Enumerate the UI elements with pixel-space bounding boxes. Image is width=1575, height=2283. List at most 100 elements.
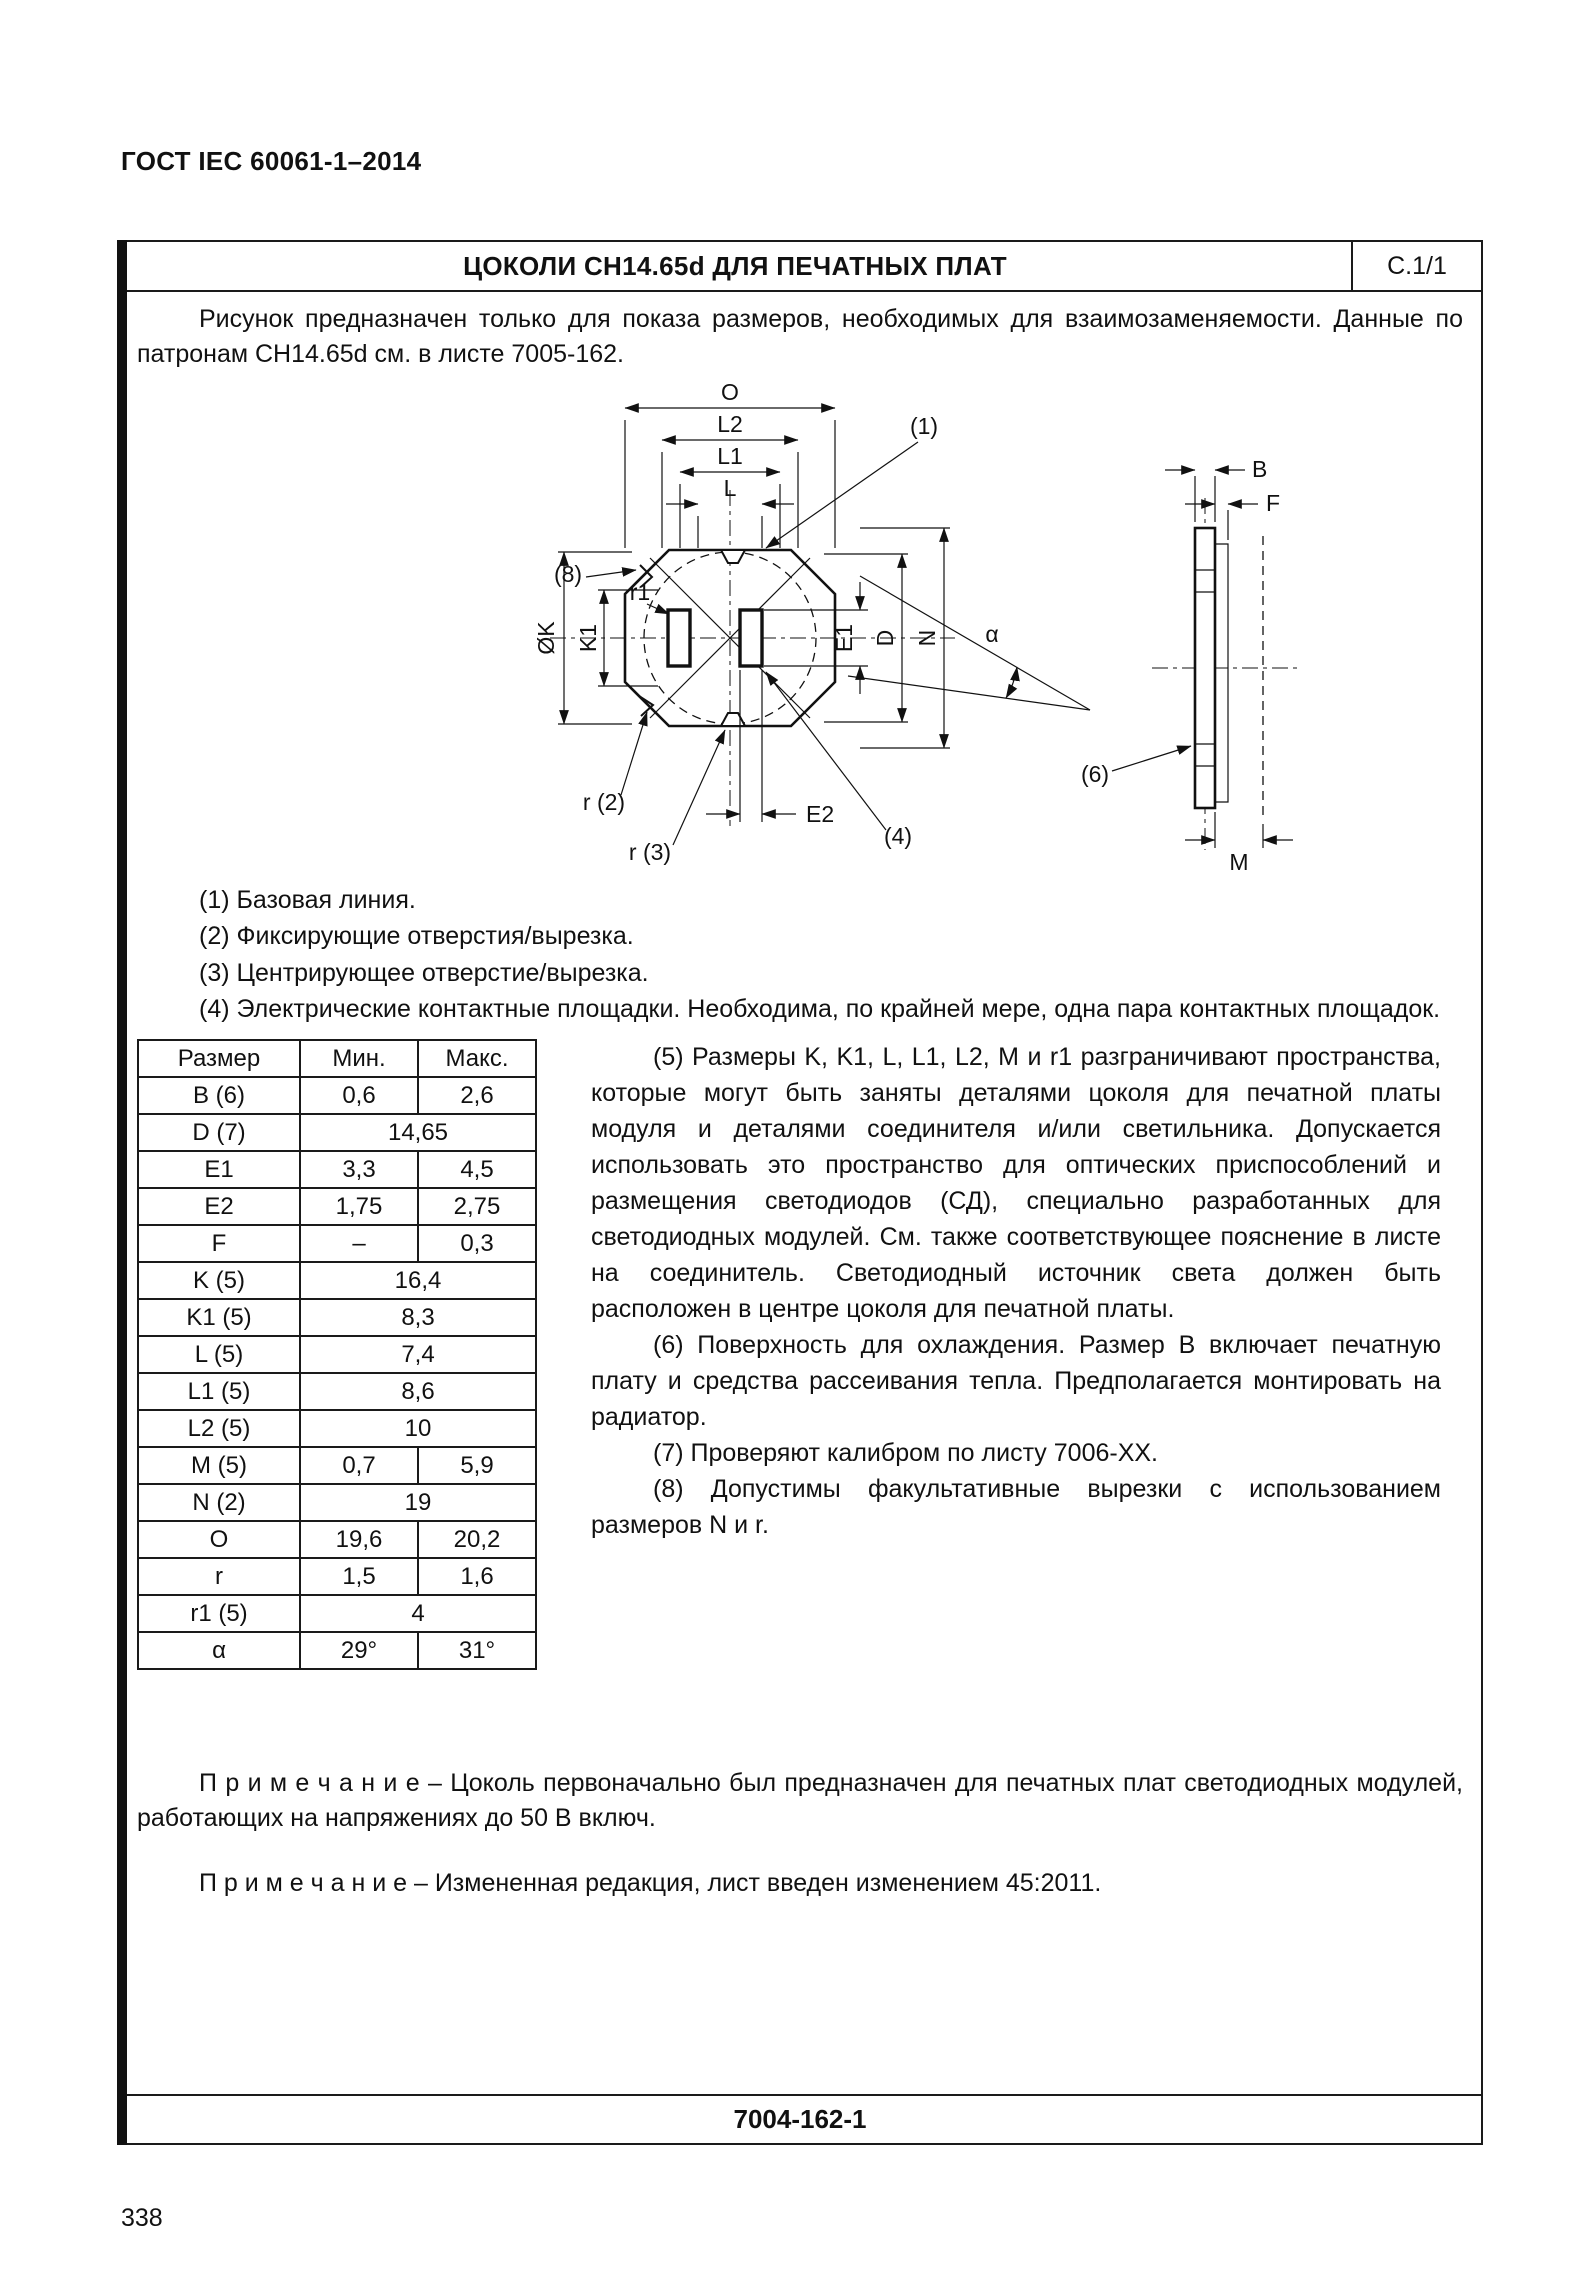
dim-label-l: L (724, 475, 737, 501)
remark-1: П р и м е ч а н и е – Цоколь первоначаль… (137, 1769, 1463, 1832)
dim-value: 19 (299, 1483, 537, 1522)
dim-value: 10 (299, 1409, 537, 1448)
callout-1-label: (1) (910, 413, 938, 439)
dim-name: M (5) (137, 1446, 301, 1485)
callout-fixing-holes: r (2) (583, 711, 648, 815)
dim-alpha: α (847, 575, 1091, 711)
note-5: (5) Размеры K, K1, L, L1, L2, M и r1 раз… (591, 1043, 1441, 1323)
dim-label-e2: E2 (806, 801, 834, 827)
dim-value: 16,4 (299, 1261, 537, 1300)
note-7: (7) Проверяют калибром по листу 7006-XX. (653, 1439, 1158, 1467)
dim-E2: E2 (706, 670, 834, 827)
contact-pad-left (666, 608, 692, 668)
table-row: L2 (5)10 (137, 1409, 537, 1448)
callout-r2-label: r (2) (583, 789, 625, 815)
dim-name: r1 (5) (137, 1594, 301, 1633)
callout-optional-cutout: (8) (554, 561, 637, 587)
table-row: r1 (5)4 (137, 1594, 537, 1633)
dim-L2: L2 (661, 411, 799, 548)
dim-min: 19,6 (299, 1520, 419, 1559)
dim-name: L2 (5) (137, 1409, 301, 1448)
dim-O: O (624, 379, 836, 548)
dim-name: K (5) (137, 1261, 301, 1300)
dim-min: 0,6 (299, 1076, 419, 1115)
dim-value: 8,3 (299, 1298, 537, 1337)
dim-max: 1,6 (417, 1557, 537, 1596)
dim-N: N (860, 527, 950, 749)
dim-label-k1: K1 (575, 624, 601, 652)
dim-min: 3,3 (299, 1150, 419, 1189)
dim-label-r1: r1 (630, 579, 650, 605)
side-view (1152, 498, 1298, 850)
dim-label-d: D (872, 630, 898, 647)
dim-label-f: F (1266, 490, 1280, 516)
dim-OK: ØK (533, 551, 632, 725)
callout-4-label: (4) (884, 823, 912, 849)
drawing-area: O L2 L1 (119, 378, 1481, 878)
header-min: Мин. (299, 1039, 419, 1078)
remarks-block: П р и м е ч а н и е – Цоколь первоначаль… (137, 1766, 1463, 1901)
dim-name: N (2) (137, 1483, 301, 1522)
dim-name: B (6) (137, 1076, 301, 1115)
dim-B: B (1165, 456, 1267, 522)
dim-label-n: N (914, 630, 940, 647)
dim-value: 14,65 (299, 1113, 537, 1152)
callout-cooling-surface: (6) (1081, 745, 1192, 787)
dim-name: F (137, 1224, 301, 1263)
table-row: D (7)14,65 (137, 1113, 537, 1152)
dim-name: K1 (5) (137, 1298, 301, 1337)
table-row: K (5)16,4 (137, 1261, 537, 1300)
dim-label-b: B (1252, 456, 1267, 482)
note-3: (3) Центрирующее отверстие/вырезка. (199, 958, 649, 987)
callout-r3-label: r (3) (629, 839, 671, 865)
dim-min: 29° (299, 1631, 419, 1670)
dim-name: D (7) (137, 1113, 301, 1152)
dim-max: 2,6 (417, 1076, 537, 1115)
table-row: K1 (5)8,3 (137, 1298, 537, 1337)
contact-pad-right (738, 608, 764, 668)
dim-min: 1,5 (299, 1557, 419, 1596)
remark-2: П р и м е ч а н и е – Измененная редакци… (199, 1869, 1102, 1897)
document-header: ГОСТ IEC 60061-1–2014 (121, 146, 422, 176)
note-6: (6) Поверхность для охлаждения. Размер B… (591, 1331, 1441, 1431)
dim-max: 2,75 (417, 1187, 537, 1226)
dim-label-ok: ØK (533, 621, 559, 655)
dim-label-alpha: α (985, 621, 998, 647)
dim-K1: K1 (575, 589, 658, 687)
dim-L: L (666, 475, 794, 548)
left-edge-bar (117, 240, 127, 2145)
dim-name: α (137, 1631, 301, 1670)
dim-name: L (5) (137, 1335, 301, 1374)
dim-max: 4,5 (417, 1150, 537, 1189)
note-8: (8) Допустимы факультативные вырезки с и… (591, 1475, 1441, 1539)
dim-max: 0,3 (417, 1224, 537, 1263)
sheet-title-row: ЦОКОЛИ CH14.65d ДЛЯ ПЕЧАТНЫХ ПЛАТ С.1/1 (119, 242, 1481, 292)
dim-label-e1: E1 (831, 624, 857, 652)
drawing-notes: (1) Базовая линия. (2) Фиксирующие отвер… (137, 882, 1463, 1027)
dim-value: 8,6 (299, 1372, 537, 1411)
intro-paragraph: Рисунок предназначен только для показа р… (137, 305, 1463, 368)
dim-M: M (1185, 812, 1293, 875)
dim-min: – (299, 1224, 419, 1263)
sheet-footer-reference: 7004-162-1 (119, 2094, 1481, 2143)
callout-baseline: (1) (765, 413, 938, 549)
note-4: (4) Электрические контактные площадки. Н… (199, 994, 1441, 1023)
dim-label-l2: L2 (717, 411, 743, 437)
dim-label-l1: L1 (717, 443, 743, 469)
sheet-frame: ЦОКОЛИ CH14.65d ДЛЯ ПЕЧАТНЫХ ПЛАТ С.1/1 … (117, 240, 1483, 2145)
top-view (550, 490, 955, 826)
callout-8-label: (8) (554, 561, 582, 587)
table-row: L1 (5)8,6 (137, 1372, 537, 1411)
dim-max: 5,9 (417, 1446, 537, 1485)
page-number: 338 (121, 2204, 163, 2232)
table-row: F–0,3 (137, 1224, 537, 1263)
dim-label-m: M (1229, 849, 1248, 875)
dim-name: O (137, 1520, 301, 1559)
